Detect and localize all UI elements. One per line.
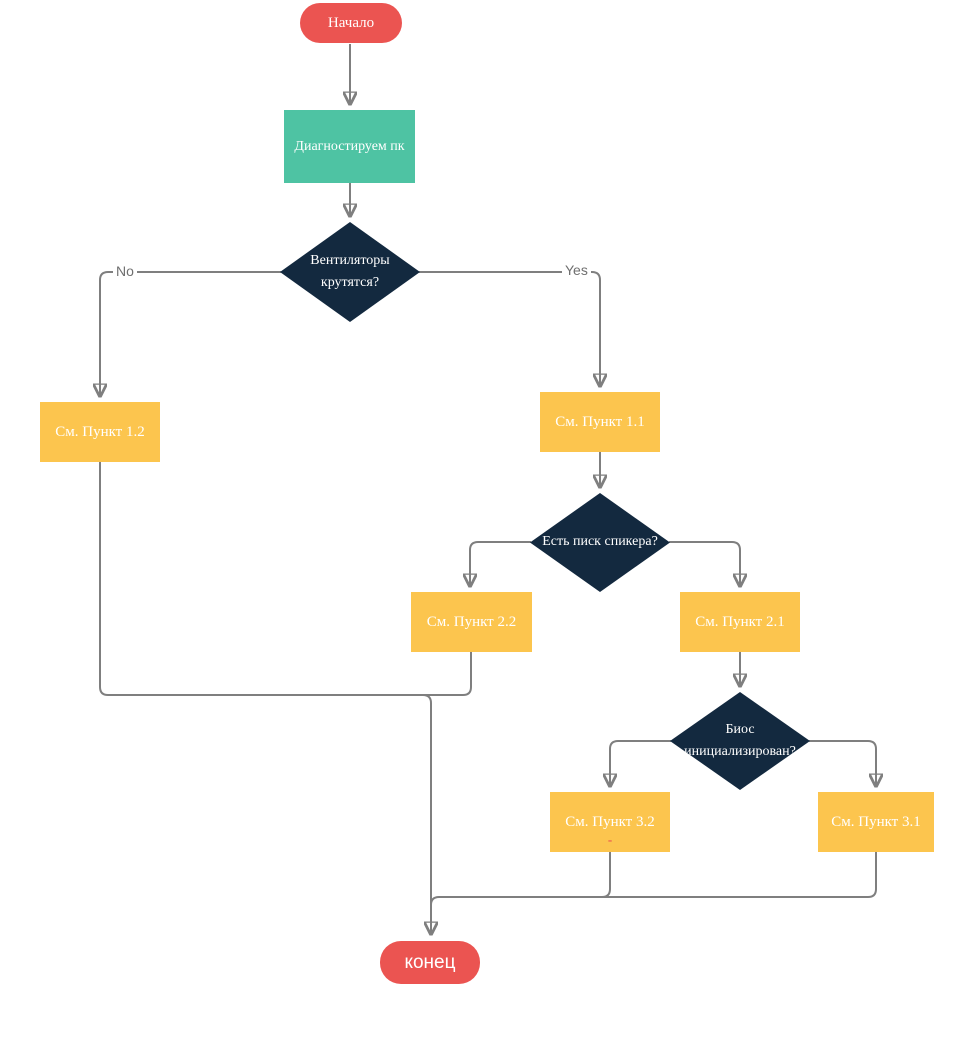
node-diagnose-pc-label: Диагностируем пк — [294, 138, 405, 154]
node-decision-bios-label: Биос инициализирован? — [684, 721, 796, 759]
connector-merge-to-end — [422, 694, 431, 934]
node-start[interactable]: Начало — [300, 3, 402, 43]
node-point-3-2-dash: - — [607, 832, 613, 847]
node-point-3-1-label: См. Пункт 3.1 — [831, 813, 921, 830]
connector-decision1-yes-to-point11 — [419, 271, 600, 386]
node-point-3-1[interactable]: См. Пункт 3.1 — [818, 792, 934, 852]
connector-decision3-to-point32 — [610, 740, 671, 786]
node-decision-speaker-label: Есть писк спикера? — [542, 534, 658, 550]
node-point-2-1-label: См. Пункт 2.1 — [695, 613, 785, 630]
node-point-1-1[interactable]: См. Пункт 1.1 — [540, 392, 660, 452]
node-start-label: Начало — [327, 14, 375, 31]
node-point-2-1[interactable]: См. Пункт 2.1 — [680, 592, 800, 652]
node-point-1-1-label: См. Пункт 1.1 — [555, 413, 645, 430]
node-end-label: конец — [404, 951, 456, 973]
node-diagnose-pc[interactable]: Диагностируем пк — [284, 110, 415, 183]
node-point-3-2[interactable]: См. Пункт 3.2 - — [550, 792, 670, 852]
node-point-2-2-label: См. Пункт 2.2 — [426, 613, 517, 630]
connector-point32-merge — [601, 852, 611, 898]
node-point-1-2-label: См. Пункт 1.2 — [55, 423, 145, 440]
edge-label-yes: Yes — [562, 262, 591, 279]
node-point-1-2[interactable]: См. Пункт 1.2 — [40, 402, 160, 462]
connector-point12-point22-merge — [99, 462, 472, 696]
node-decision-fans-label: Вентиляторы крутятся? — [310, 252, 390, 290]
edge-label-no: No — [113, 263, 137, 280]
connector-point31-merge — [430, 852, 877, 906]
connector-decision2-to-point21 — [669, 541, 740, 586]
node-point-3-2-label: См. Пункт 3.2 — [565, 813, 655, 830]
node-end[interactable]: конец — [380, 941, 480, 984]
node-point-2-2[interactable]: См. Пункт 2.2 — [411, 592, 532, 652]
connector-decision1-no-to-point12 — [100, 271, 281, 396]
connector-decision2-to-point22 — [470, 541, 531, 586]
connector-decision3-to-point31 — [809, 740, 876, 786]
